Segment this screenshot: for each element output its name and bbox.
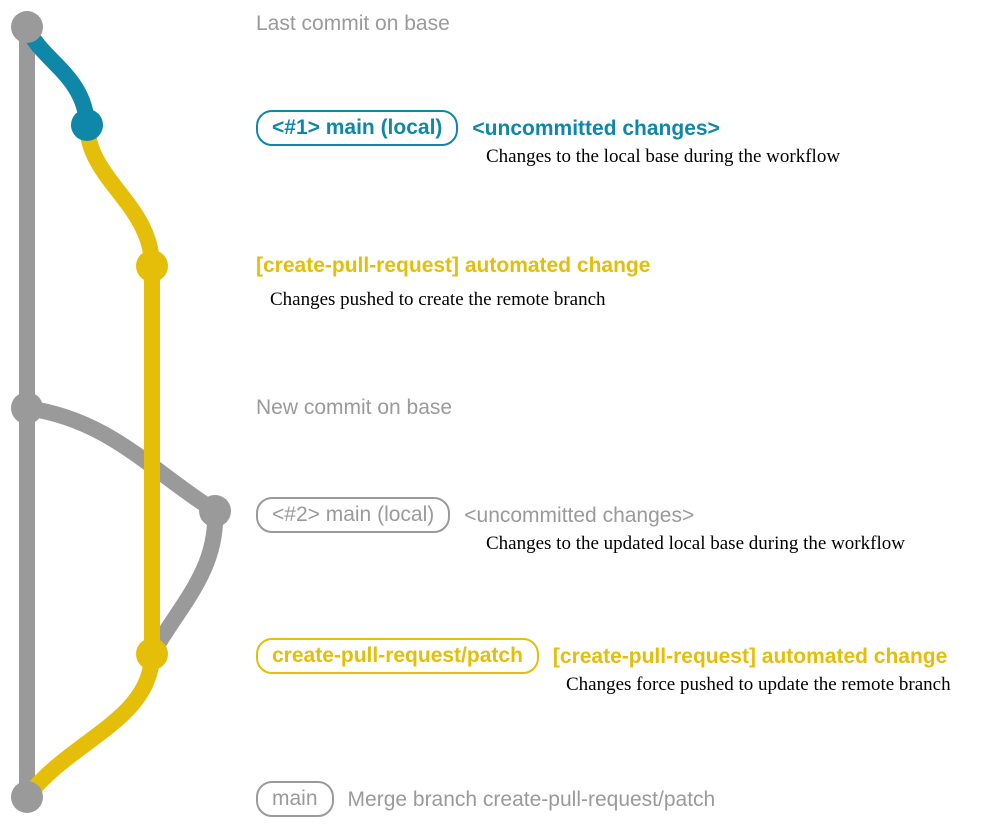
row-local-2: <#2> main (local) <uncommitted changes> [256, 497, 695, 534]
commit-note-automated-2: Changes force pushed to update the remot… [566, 674, 951, 695]
commit-node-base-last[interactable] [11, 11, 43, 43]
commit-node-patch-2[interactable] [136, 638, 168, 670]
row-automated-change-1: [create-pull-request] automated change [256, 254, 650, 277]
commit-subject: New commit on base [256, 396, 453, 419]
commit-note-local-2: Changes to the updated local base during… [486, 533, 905, 554]
commit-node-patch-1[interactable] [136, 250, 168, 282]
row-automated-change-2: create-pull-request/patch [create-pull-r… [256, 638, 948, 675]
commit-node-base-new[interactable] [11, 392, 43, 424]
edge-base-to-local [19, 19, 95, 133]
ref-chip-main-local-1[interactable]: <#1> main (local) [256, 110, 459, 147]
commit-note-local-1: Changes to the local base during the wor… [486, 146, 841, 167]
row-local-1: <#1> main (local) <uncommitted changes> [256, 110, 720, 147]
ref-chip-create-pull-request-patch[interactable]: create-pull-request/patch [256, 638, 539, 675]
ref-chip-main-local-2[interactable]: <#2> main (local) [256, 497, 451, 534]
commit-node-local-2[interactable] [199, 495, 231, 527]
row-merge: main Merge branch create-pull-request/pa… [256, 781, 716, 818]
commit-subject: [create-pull-request] automated change [552, 644, 948, 668]
edge-merge-node-to-patch [144, 503, 224, 662]
commit-note-automated-1: Changes pushed to create the remote bran… [270, 289, 606, 310]
edge-patch-to-merge-commit [19, 646, 160, 805]
ref-chip-main[interactable]: main [256, 781, 334, 818]
edge-base-to-merge-node [19, 400, 223, 519]
edge-local-to-patch [79, 117, 160, 274]
commit-node-merge[interactable] [11, 781, 43, 813]
row-new-commit-on-base: New commit on base [256, 396, 452, 419]
commit-subject: Merge branch create-pull-request/patch [347, 787, 716, 811]
row-last-commit-on-base: Last commit on base [256, 12, 450, 35]
commit-subject: Last commit on base [256, 12, 450, 35]
commit-subject: <uncommitted changes> [472, 116, 720, 140]
commit-subject: <uncommitted changes> [464, 503, 695, 527]
commit-node-local-1[interactable] [71, 109, 103, 141]
commit-subject: [create-pull-request] automated change [256, 254, 651, 277]
